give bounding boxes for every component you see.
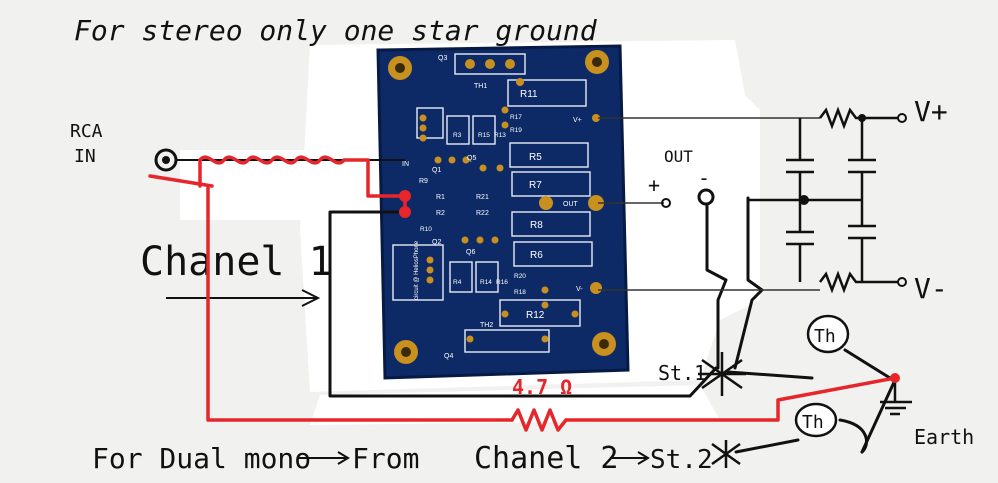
pcb-label-r5: R5 (529, 152, 542, 163)
thermistor-2: Th (794, 402, 838, 438)
pcb-label-r2: R2 (436, 210, 445, 217)
top-note: For stereo only one star ground (74, 14, 598, 47)
pcb-board: Q3 TH1 R11 V+ R17 R19 R3 R15 R13 Q1 Q5 R… (376, 44, 630, 380)
pcb-label-r14: R14 (480, 279, 492, 286)
ground-lift-resistor (510, 408, 568, 432)
ground-wire-output (705, 203, 728, 370)
pcb-label-q4: Q4 (444, 353, 453, 360)
ground-wire-signal (328, 210, 718, 398)
psu-resistor-vplus (819, 106, 898, 130)
svg-text:Th: Th (814, 326, 836, 347)
pcb-label-r11: R11 (520, 89, 538, 100)
pcb-credit: circuit @ HeliosPhone (414, 240, 420, 300)
out-plus-terminal (661, 198, 671, 208)
pcb-label-r13: R13 (494, 132, 506, 139)
pcb-label-r17: R17 (510, 114, 522, 121)
pcb-label-vminus: V- (576, 286, 583, 293)
pcb-label-r15: R15 (478, 132, 490, 139)
pcb-label-r22: R22 (476, 210, 489, 217)
pcb-label-r7: R7 (529, 180, 542, 191)
pcb-label-q2: Q2 (432, 239, 441, 246)
channel1-arrow (166, 289, 321, 307)
pcb-label-vplus: V+ (573, 117, 582, 124)
pcb-label-q5: Q5 (467, 155, 476, 162)
input-ground-wire (206, 184, 514, 422)
pcb-label-q1: Q1 (432, 167, 441, 174)
pcb-label-r6: R6 (530, 250, 543, 261)
dual-mono-note: For Dual mono (92, 442, 311, 475)
vminus-terminal (897, 277, 907, 287)
star-ground-1 (698, 352, 746, 396)
channel2-note: Chanel 2 (474, 441, 619, 476)
pcb-label-r19: R19 (510, 127, 522, 134)
pcb-label-r3: R3 (453, 132, 462, 139)
pcb-label-r4: R4 (453, 279, 462, 286)
rca-in-label: IN (74, 146, 96, 167)
pcb-label-r21: R21 (476, 194, 489, 201)
st2-note: St.2 (650, 445, 713, 475)
star-ground-2 (711, 440, 741, 468)
channel2-arrow (610, 451, 650, 465)
st2-to-th2-wire (734, 438, 800, 454)
out-minus-label: - (698, 166, 710, 190)
pcb-label-r10: R10 (420, 226, 432, 233)
out-minus-terminal (697, 188, 715, 206)
pcb-label-r12: R12 (526, 310, 545, 321)
pcb-label-th2: TH2 (480, 322, 493, 329)
thermistor-1: Th (806, 314, 850, 354)
pcb-label-r8: R8 (530, 220, 543, 231)
out-label: OUT (664, 147, 693, 166)
pcb-label-in: IN (402, 161, 409, 168)
svg-text:Th: Th (802, 412, 824, 433)
pcb-label-r9: R9 (419, 178, 428, 185)
pcb-label-q6: Q6 (466, 249, 475, 256)
out-plus-label: + (648, 173, 660, 197)
pcb-label-out: OUT (563, 201, 579, 208)
psu-resistor-vminus (819, 270, 898, 294)
pcb-label-th1: TH1 (474, 83, 487, 90)
pcb-label-r16: R16 (496, 279, 508, 286)
pcb-label-r20: R20 (514, 273, 526, 280)
from-note: From (352, 442, 419, 475)
vminus-label: V- (914, 272, 948, 305)
th-to-earth-wire (843, 348, 892, 380)
channel1-label: Chanel 1 (140, 239, 333, 285)
pcb-label-q3: Q3 (438, 55, 447, 62)
earth-symbol (880, 380, 912, 416)
rca-label: RCA (70, 121, 103, 142)
pcb-label-r1: R1 (436, 194, 445, 201)
vplus-label: V+ (914, 95, 948, 128)
vplus-terminal (897, 113, 907, 123)
earth-label: Earth (914, 425, 974, 449)
resistor-to-earth-wire (564, 376, 897, 422)
from-arrow (298, 451, 350, 465)
pcb-label-r18: R18 (514, 289, 526, 296)
